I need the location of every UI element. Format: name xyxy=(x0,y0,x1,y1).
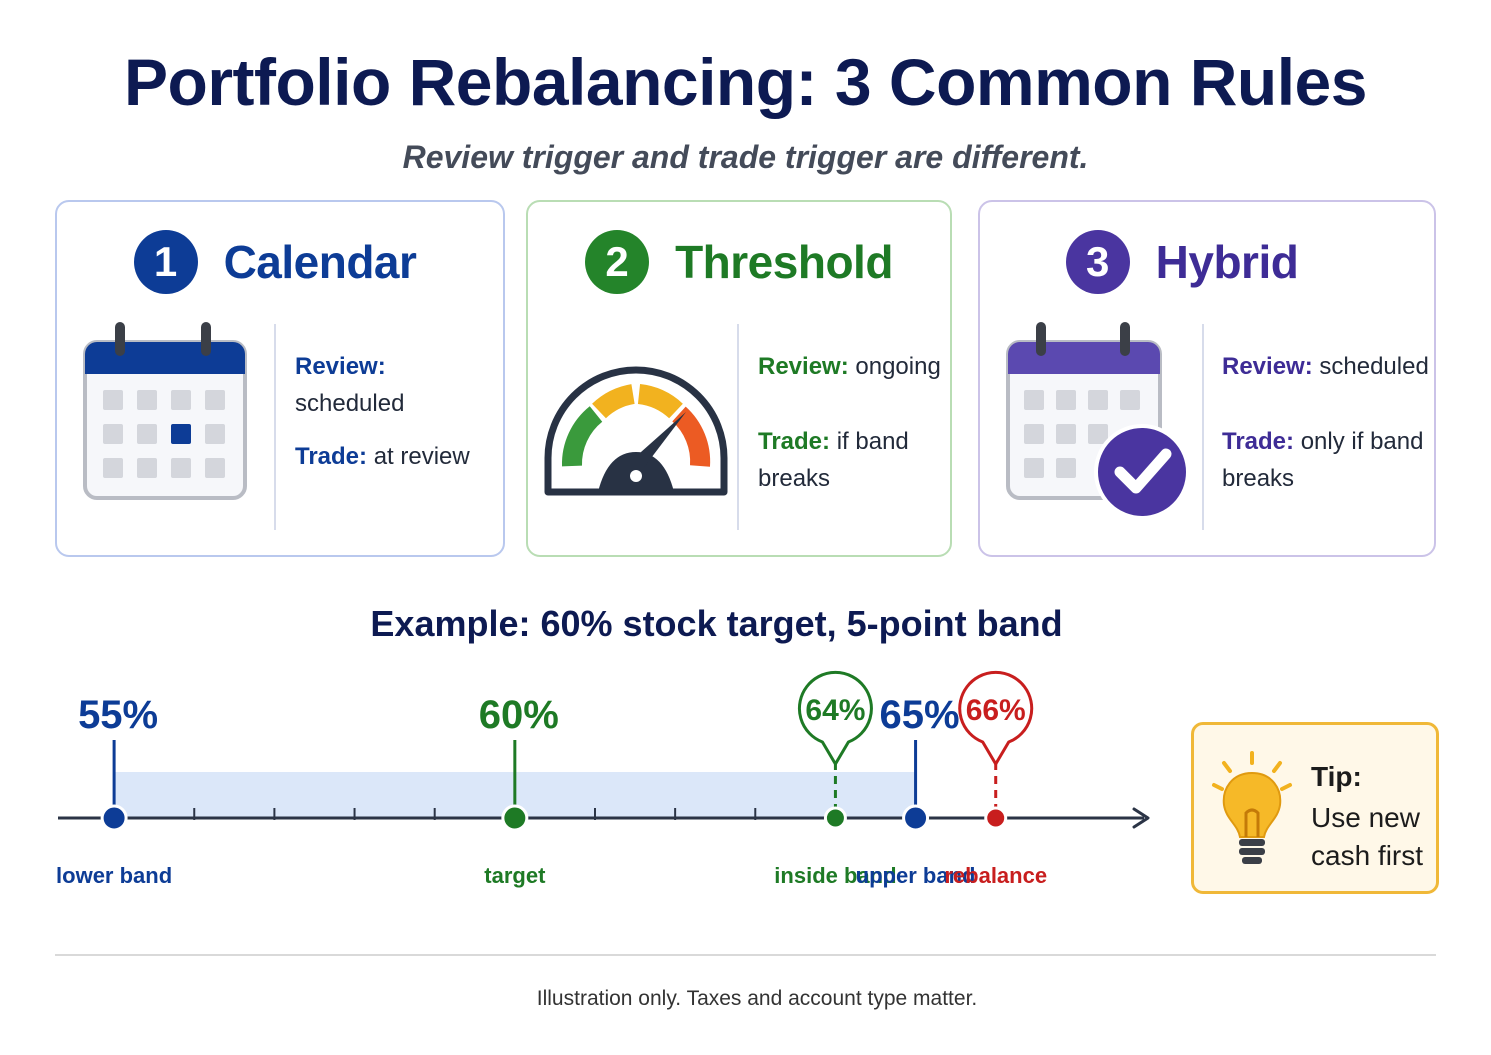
threshold-rule-card: 2 Threshold Review: ongoing Trade: if ba… xyxy=(526,200,952,557)
band-number-line: 55% lower band 60% target 64% inside band 65% u… xyxy=(56,670,1150,888)
calendar-icon xyxy=(83,322,247,500)
page-subtitle: Review trigger and trade trigger are dif… xyxy=(402,139,1089,175)
marker-caption: rebalance xyxy=(944,863,1047,888)
marker-dot xyxy=(100,804,128,832)
marker-value-label: 55% xyxy=(78,693,158,737)
card-facts: Review: ongoing Trade: if band breaks xyxy=(758,348,948,508)
trade-fact-continued: breaks xyxy=(758,465,831,492)
review-fact: Review: scheduled xyxy=(1222,353,1429,380)
tip-box: Tip: Use new cash first xyxy=(1191,722,1439,894)
axis-arrow xyxy=(1132,807,1150,829)
trade-fact-continued: breaks xyxy=(1222,465,1295,492)
trade-fact: Trade: if band xyxy=(758,428,909,455)
marker-dot xyxy=(902,804,930,832)
card-title: Calendar xyxy=(223,236,417,288)
calendar-rule-card: 1 Calendar Review: scheduled Trade: at r… xyxy=(55,200,505,557)
gauge-icon xyxy=(544,366,728,496)
tip-text: Use new cash first xyxy=(1311,802,1424,871)
card-divider xyxy=(737,324,739,530)
page-title: Portfolio Rebalancing: 3 Common Rules xyxy=(124,45,1367,119)
calendar-check-icon xyxy=(1006,322,1190,520)
footer-divider xyxy=(55,954,1436,956)
card-facts: Review: scheduled Trade: at review xyxy=(295,348,495,488)
marker-value-label: 65% xyxy=(880,693,960,737)
card-header: 2 Threshold xyxy=(528,226,950,298)
card-facts: Review: scheduled Trade: only if band br… xyxy=(1222,348,1432,508)
trade-fact: Trade: only if band xyxy=(1222,428,1424,455)
hybrid-rule-card: 3 Hybrid Review: scheduled Trade: only i… xyxy=(978,200,1436,557)
footnote: Illustration only. Taxes and account typ… xyxy=(536,987,978,1010)
tip-title: Tip: xyxy=(1311,761,1362,792)
card-divider xyxy=(1202,324,1204,530)
trade-fact: Trade: at review xyxy=(295,443,470,470)
example-title: Example: 60% stock target, 5-point band xyxy=(370,603,1063,644)
marker-dot xyxy=(984,806,1008,830)
marker-caption: inside band xyxy=(774,863,896,888)
marker-caption: upper band xyxy=(856,863,976,888)
card-title: Threshold xyxy=(675,236,893,288)
review-fact: Review: ongoing xyxy=(758,353,941,380)
rule-number-badge: 2 xyxy=(585,230,650,294)
marker-dot xyxy=(823,806,847,830)
lightbulb-icon xyxy=(1212,751,1292,864)
marker-pin xyxy=(797,670,873,766)
review-fact: Review: scheduled xyxy=(295,353,405,417)
rule-number-badge: 3 xyxy=(1065,230,1130,294)
card-header: 1 Calendar xyxy=(47,226,503,298)
marker-value-label: 66% xyxy=(966,694,1026,727)
marker-value-label: 64% xyxy=(805,694,865,727)
marker-dot xyxy=(501,804,529,832)
marker-caption: target xyxy=(484,863,546,888)
marker-pin xyxy=(958,670,1034,766)
card-title: Hybrid xyxy=(1155,236,1299,288)
card-header: 3 Hybrid xyxy=(930,226,1434,298)
marker-value-label: 60% xyxy=(479,693,559,737)
rule-number-badge: 1 xyxy=(133,230,198,294)
marker-caption: lower band xyxy=(56,863,172,888)
card-divider xyxy=(274,324,276,530)
